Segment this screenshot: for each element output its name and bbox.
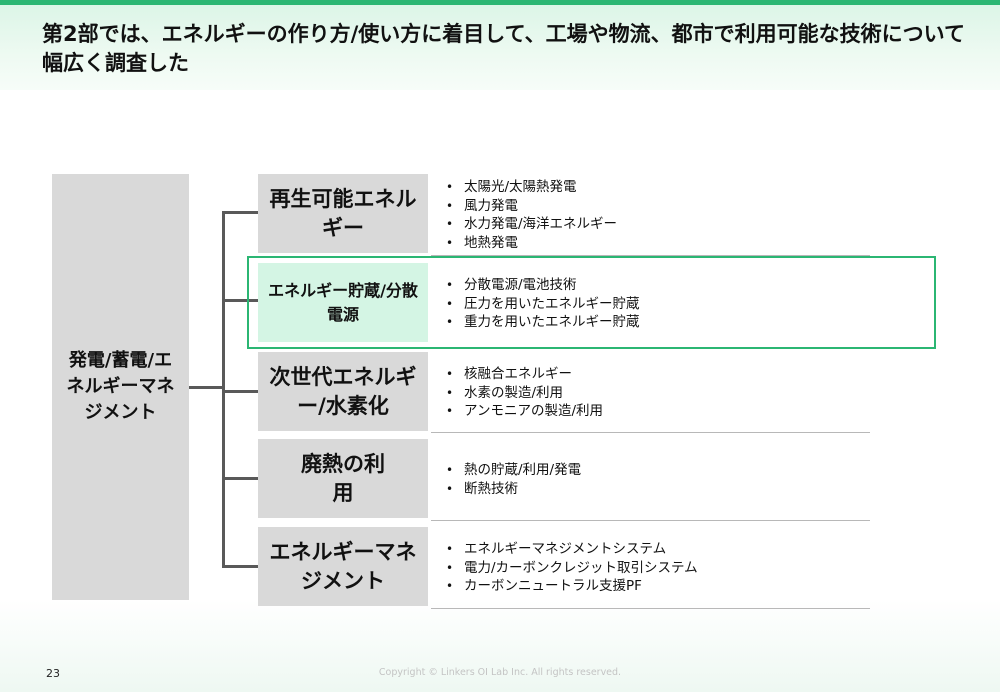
connector-branch-3 xyxy=(222,390,258,393)
list-item: 太陽光/太陽熱発電 xyxy=(446,178,866,197)
item-list-renewable: 太陽光/太陽熱発電 風力発電 水力発電/海洋エネルギー 地熱発電 xyxy=(446,178,866,252)
item-list-storage: 分散電源/電池技術 圧力を用いたエネルギー貯蔵 重力を用いたエネルギー貯蔵 xyxy=(446,276,866,332)
connector-branch-2 xyxy=(222,299,258,302)
list-item: カーボンニュートラル支援PF xyxy=(446,577,866,596)
connector-branch-5 xyxy=(222,565,258,568)
page-number: 23 xyxy=(46,667,60,680)
separator-line xyxy=(431,520,870,521)
list-item: 地熱発電 xyxy=(446,234,866,253)
separator-line xyxy=(431,255,870,256)
connector-root-horizontal xyxy=(189,386,224,389)
category-label: 次世代エネルギー/水素化 xyxy=(269,364,417,418)
category-label: エネルギーマネジメント xyxy=(269,539,417,593)
list-item: エネルギーマネジメントシステム xyxy=(446,540,866,559)
item-list-next-gen: 核融合エネルギー 水素の製造/利用 アンモニアの製造/利用 xyxy=(446,365,866,421)
bottom-band xyxy=(0,600,1000,692)
root-category-label: 発電/蓄電/エネルギーマネジメント xyxy=(66,350,175,423)
category-box-storage: エネルギー貯蔵/分散電源 xyxy=(258,263,428,342)
connector-branch-1 xyxy=(222,211,258,214)
list-item: 水力発電/海洋エネルギー xyxy=(446,215,866,234)
list-item: 圧力を用いたエネルギー貯蔵 xyxy=(446,295,866,314)
title-band xyxy=(0,5,1000,90)
list-item: 核融合エネルギー xyxy=(446,365,866,384)
separator-line xyxy=(431,432,870,433)
list-item: 分散電源/電池技術 xyxy=(446,276,866,295)
list-item: 水素の製造/利用 xyxy=(446,384,866,403)
separator-line xyxy=(431,608,870,609)
list-item: 熱の貯蔵/利用/発電 xyxy=(446,461,866,480)
root-category-box: 発電/蓄電/エネルギーマネジメント xyxy=(52,174,189,600)
category-label: 廃熱の利用 xyxy=(301,451,385,505)
list-item: 断熱技術 xyxy=(446,480,866,499)
category-label: 再生可能エネルギー xyxy=(269,186,417,240)
category-box-management: エネルギーマネジメント xyxy=(258,527,428,606)
list-item: 電力/カーボンクレジット取引システム xyxy=(446,559,866,578)
connector-branch-4 xyxy=(222,477,258,480)
list-item: 風力発電 xyxy=(446,197,866,216)
list-item: アンモニアの製造/利用 xyxy=(446,402,866,421)
item-list-waste-heat: 熱の貯蔵/利用/発電 断熱技術 xyxy=(446,461,866,498)
category-box-next-gen: 次世代エネルギー/水素化 xyxy=(258,352,428,431)
connector-trunk-vertical xyxy=(222,211,225,567)
item-list-management: エネルギーマネジメントシステム 電力/カーボンクレジット取引システム カーボンニ… xyxy=(446,540,866,596)
category-box-renewable: 再生可能エネルギー xyxy=(258,174,428,253)
highlight-frame xyxy=(247,256,936,349)
copyright-text: Copyright © Linkers OI Lab Inc. All righ… xyxy=(378,667,622,678)
list-item: 重力を用いたエネルギー貯蔵 xyxy=(446,313,866,332)
slide-title: 第2部では、エネルギーの作り方/使い方に着目して、工場や物流、都市で利用可能な技… xyxy=(42,22,965,75)
top-accent-bar xyxy=(0,0,1000,5)
category-box-waste-heat: 廃熱の利用 xyxy=(258,439,428,518)
category-label: エネルギー貯蔵/分散電源 xyxy=(268,280,418,324)
